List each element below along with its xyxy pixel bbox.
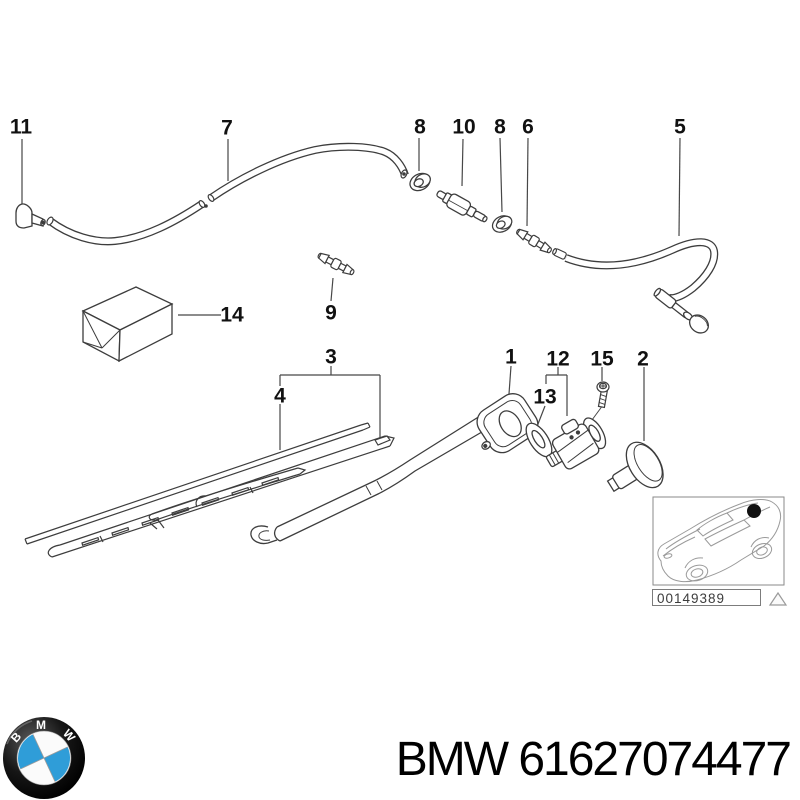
- grommet-right-drawing: [491, 215, 513, 233]
- washer-jet-drawing: [15, 203, 46, 229]
- wiper-arm-drawing: [250, 393, 539, 545]
- car-outline-drawing: [657, 499, 782, 583]
- callout-6: 6: [522, 115, 534, 139]
- callout-13: 13: [533, 385, 557, 409]
- callout-15: 15: [590, 347, 614, 371]
- bmw-logo: B M W: [2, 716, 86, 800]
- part-code-box: 00149389: [652, 589, 761, 606]
- pivot-unit-drawing: [545, 417, 607, 470]
- rear-hose-drawing: [552, 238, 719, 334]
- callout-11: 11: [9, 115, 33, 139]
- washer-hose-drawing: [46, 142, 409, 246]
- delta-triangle-icon: [768, 591, 788, 606]
- callout-5: 5: [674, 115, 686, 139]
- callout-12: 12: [546, 347, 570, 371]
- callout-4: 4: [274, 384, 286, 408]
- logo-quadrants: [18, 732, 70, 784]
- part-number-title: BMW 61627074477: [395, 733, 792, 786]
- vehicle-thumbnail: [652, 496, 788, 606]
- carton-box-drawing: [81, 286, 174, 363]
- wiper-blade-drawing: [47, 435, 395, 558]
- grommet-left-drawing: [409, 172, 431, 192]
- callout-7: 7: [221, 116, 233, 140]
- leader-lines: [21, 137, 681, 450]
- callout-14: 14: [220, 303, 244, 327]
- callout-9: 9: [325, 301, 337, 325]
- wiper-insert-drawing: [24, 422, 371, 545]
- check-valve-drawing: [436, 190, 488, 223]
- callout-8-right: 8: [494, 115, 506, 139]
- callout-1: 1: [505, 345, 517, 369]
- hose-connector-drawing: [516, 228, 552, 254]
- connector-drawing: [317, 252, 355, 276]
- cover-cap-drawing: [606, 441, 664, 493]
- callout-10: 10: [452, 115, 476, 139]
- screw-drawing: [596, 381, 610, 409]
- location-dot: [747, 504, 761, 518]
- callout-2: 2: [637, 347, 649, 371]
- svg-text:M: M: [36, 718, 46, 732]
- callout-8-left: 8: [414, 115, 426, 139]
- callout-3: 3: [325, 345, 337, 369]
